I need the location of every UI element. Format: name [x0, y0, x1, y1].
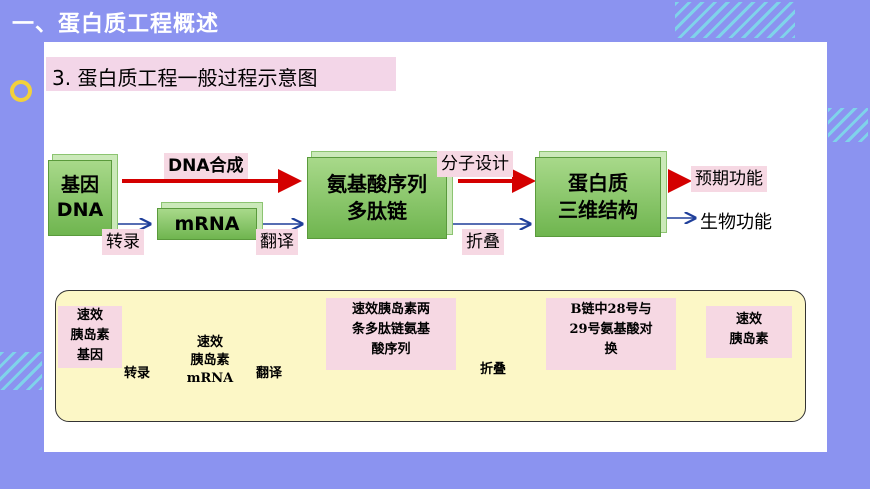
subtitle: 3. 蛋白质工程一般过程示意图 [52, 66, 318, 90]
polypeptide-line-1: 氨基酸序列 [327, 172, 427, 196]
ring-icon [10, 80, 32, 102]
expected-function-label: 预期功能 [691, 166, 767, 192]
bottom-transcription-label: 转录 [124, 366, 151, 381]
dna-synthesis-label: DNA合成 [164, 153, 248, 179]
gene-dna-box: 基因 DNA [48, 160, 112, 236]
subtitle-background [46, 57, 396, 91]
fast-insulin-line-1: 速效 [735, 312, 762, 327]
gene-label: 基因 [60, 174, 99, 196]
insulin-chains-line-2: 条多肽链氨基 [351, 322, 430, 337]
stripe-decor-right [828, 108, 868, 142]
structure-line-2: 三维结构 [558, 198, 638, 222]
folding-label: 折叠 [462, 229, 504, 255]
insulin-mrna-text: 速效 胰岛素 mRNA [180, 334, 240, 388]
insulin-chains-box: 速效胰岛素两 条多肽链氨基 酸序列 [326, 298, 456, 370]
stripe-decor-top-right [675, 2, 795, 38]
polypeptide-line-2: 多肽链 [347, 199, 407, 223]
amino-acid-swap-box: B链中28号与 29号氨基酸对 换 [546, 298, 676, 370]
insulin-mrna-line-3: mRNA [186, 371, 234, 386]
insulin-gene-line-2: 胰岛素 [70, 328, 110, 343]
transcription-label: 转录 [102, 229, 144, 255]
mrna-box: mRNA [157, 208, 257, 240]
insulin-mrna-line-2: 胰岛素 [190, 353, 230, 368]
insulin-mrna-line-1: 速效 [196, 335, 223, 350]
fast-insulin-line-2: 胰岛素 [729, 332, 769, 347]
swap-line-1: B链中28号与 [570, 302, 652, 317]
bottom-folding-label: 折叠 [480, 362, 507, 377]
molecular-design-label: 分子设计 [437, 151, 513, 177]
translation-label: 翻译 [256, 229, 298, 255]
mrna-label: mRNA [174, 213, 240, 235]
insulin-gene-box: 速效 胰岛素 基因 [58, 306, 122, 368]
structure-line-1: 蛋白质 [568, 171, 628, 195]
insulin-chains-line-1: 速效胰岛素两 [351, 302, 430, 317]
swap-line-3: 换 [604, 342, 618, 357]
insulin-chains-line-3: 酸序列 [371, 342, 411, 357]
stripe-decor-left [0, 352, 42, 390]
swap-line-2: 29号氨基酸对 [569, 322, 653, 337]
page-title: 一、蛋白质工程概述 [12, 12, 220, 37]
protein-structure-box: 蛋白质三维结构 [535, 157, 661, 237]
biological-function-label: 生物功能 [700, 212, 772, 233]
insulin-gene-line-3: 基因 [76, 348, 103, 363]
insulin-gene-line-1: 速效 [76, 308, 103, 323]
fast-insulin-box: 速效 胰岛素 [706, 306, 792, 358]
dna-label: DNA [56, 199, 104, 221]
polypeptide-box: 氨基酸序列多肽链 [307, 157, 447, 239]
bottom-translation-label: 翻译 [256, 366, 283, 381]
